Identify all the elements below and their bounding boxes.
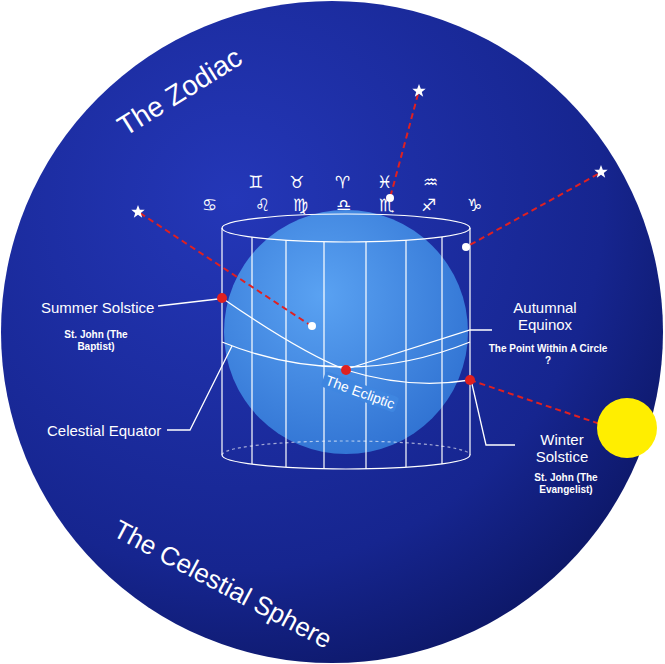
zodiac-sign: ♉: [289, 173, 304, 193]
star-points: [308, 194, 470, 330]
ecliptic-line: [222, 298, 470, 383]
zodiac-sign: ♒: [423, 173, 438, 193]
note-label: The Point Within A Circle ?: [488, 343, 608, 366]
zodiac-sign: ♎: [336, 196, 351, 216]
earth-sphere: [224, 210, 468, 454]
zodiac-sign: ♌: [255, 196, 270, 216]
line-label: Celestial Equator: [47, 422, 161, 439]
sun: [597, 398, 657, 458]
celestial-equator-line: [222, 342, 470, 367]
saint-label: St. John (The Baptist): [56, 329, 136, 352]
saint-label: St. John (The Evangelist): [521, 472, 611, 495]
zodiac-sign: ♑: [467, 196, 482, 216]
zodiac-sign: ♓: [377, 173, 392, 193]
zodiac-sign: ♍: [293, 196, 308, 216]
stars: [131, 84, 607, 218]
zodiac-sign: ♋: [202, 196, 217, 216]
leader-lines: [158, 299, 515, 445]
zodiac-sign: ♐: [421, 196, 436, 216]
zodiac-sign: ♊: [248, 173, 263, 193]
point-label: Winter Solstice: [517, 431, 607, 466]
zodiac-sign: ♏: [379, 196, 394, 216]
solstice-equinox-points: [217, 293, 475, 385]
point-label: Summer Solstice: [41, 299, 154, 316]
star-rays: [140, 94, 600, 424]
zodiac-sign: ♈: [335, 173, 350, 193]
point-label: Autumnal Equinox: [495, 299, 595, 334]
